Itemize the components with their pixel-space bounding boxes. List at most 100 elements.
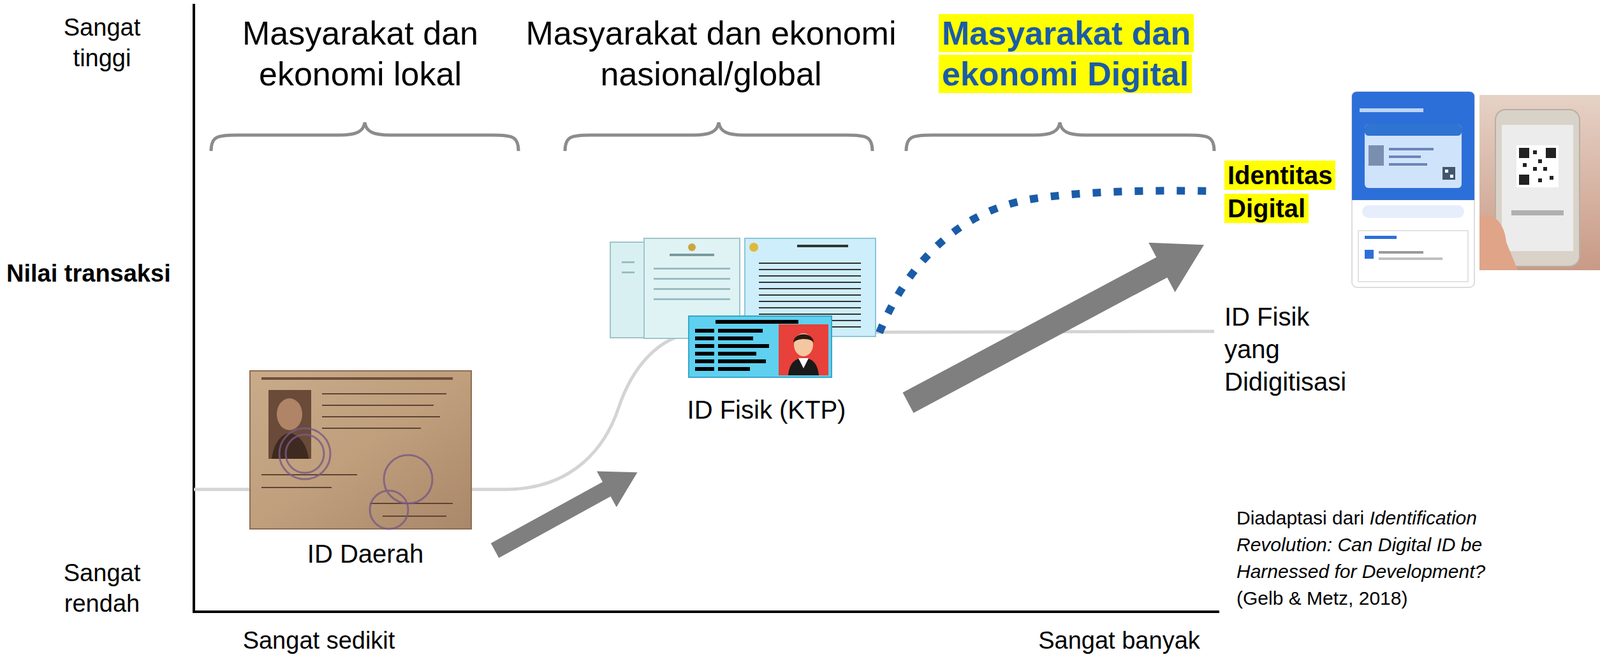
digital-id-app (1362, 205, 1465, 219)
qr-phone-photo (1501, 124, 1574, 252)
old-id-photo (322, 404, 434, 407)
qr-phone-photo (1519, 174, 1530, 185)
old-id-photo (249, 371, 472, 530)
qr-phone-photo (1479, 95, 1600, 271)
paper-documents (610, 238, 876, 339)
ktp-card (688, 316, 832, 378)
paper-documents (669, 253, 715, 257)
ktp-card (695, 329, 770, 372)
axis-end-label: Sangat rendah (54, 557, 150, 620)
digital-id-app (1388, 155, 1421, 159)
digital-id-app (1351, 91, 1475, 201)
qr-phone-photo (1495, 109, 1580, 267)
old-id-photo (276, 398, 303, 431)
old-id-photo (279, 428, 433, 530)
stage-label: ID Fisik yang Didigitisasi (1224, 300, 1359, 399)
axis-end-label: Sangat banyak (1029, 626, 1209, 656)
qr-phone-photo (1533, 150, 1537, 155)
qr-phone-photo (1519, 147, 1556, 185)
ktp-card (718, 359, 766, 364)
progress-arrow (485, 454, 648, 569)
era-brace (211, 122, 519, 152)
old-id-photo (322, 416, 441, 418)
paper-documents (797, 244, 849, 248)
paper-documents (621, 271, 635, 274)
ktp-card (715, 320, 799, 324)
paper-documents (758, 294, 861, 296)
qr-phone-photo (1538, 178, 1542, 183)
old-id-photo (382, 515, 447, 518)
axis-title: Nilai transaksi (6, 258, 192, 289)
axis-line (192, 3, 1220, 614)
stage-label: ID Fisik (KTP) (677, 394, 856, 426)
digital-id-app (1368, 145, 1384, 166)
stage-label: ID Daerah (301, 538, 430, 571)
ktp-card (778, 324, 829, 376)
paper-documents (758, 313, 861, 316)
ktp-card (718, 329, 763, 333)
paper-documents (758, 275, 861, 277)
ktp-card (788, 358, 819, 376)
digital-id-app (1351, 91, 1475, 288)
old-id-photo (322, 427, 421, 430)
old-id-photo (383, 455, 433, 504)
digital-id-app (1364, 249, 1374, 259)
ktp-card (793, 333, 814, 357)
paper-documents (688, 243, 696, 252)
old-id-photo (285, 434, 324, 474)
digital-id-app (1364, 124, 1462, 136)
old-id-photo (271, 433, 309, 460)
era-brace (906, 122, 1215, 152)
digital-id-label-box: Identitas Digital (1224, 158, 1346, 226)
qr-phone-photo (1549, 176, 1554, 180)
qr-phone-photo (1479, 95, 1600, 271)
paper-documents (758, 307, 861, 309)
digital-id-label: Identitas Digital (1224, 160, 1336, 224)
paper-documents (621, 261, 635, 264)
axis-line (192, 610, 1220, 614)
qr-phone-photo (1516, 145, 1559, 188)
digital-id-app (1388, 163, 1428, 166)
qr-phone-photo (1538, 159, 1542, 164)
citation-intro: Diadaptasi dari (1236, 507, 1365, 529)
paper-documents (758, 281, 861, 284)
digital-id-app (1442, 167, 1456, 180)
qr-phone-photo (1533, 167, 1537, 171)
old-id-photo (261, 377, 453, 381)
digital-id-app (1445, 169, 1449, 173)
digital-id-app (1358, 230, 1468, 282)
qr-phone-photo (1522, 163, 1527, 168)
digital-id-app (1364, 124, 1462, 189)
digital-id-app (1388, 147, 1434, 151)
old-id-photo (261, 474, 358, 476)
ktp-card (718, 367, 750, 372)
progress-arrow (894, 220, 1217, 428)
era-brace (211, 122, 1215, 152)
era-heading-highlight-box: Masyarakat dan ekonomi Digital (938, 12, 1213, 95)
progress-arrow (894, 220, 1217, 428)
paper-documents (653, 298, 731, 301)
axis-end-label: Sangat sedikit (229, 626, 409, 656)
citation-author: (Gelb & Metz, 2018) (1236, 585, 1537, 613)
era-heading-highlight: Masyarakat dan ekonomi Digital (938, 14, 1194, 94)
digital-id-app (1364, 235, 1397, 240)
paper-documents (653, 288, 731, 291)
ktp-card (695, 367, 715, 372)
paper-documents (653, 278, 731, 280)
axis-end-label: Sangat tinggi (54, 12, 150, 74)
progress-arrow (485, 220, 1218, 569)
source-citation: Diadaptasi dariIdentification Revolution… (1236, 505, 1537, 613)
old-id-photo (261, 487, 332, 489)
qr-phone-photo (1545, 147, 1556, 159)
progress-arrow (485, 454, 648, 569)
old-id-photo (261, 394, 453, 517)
old-id-photo (249, 371, 472, 530)
old-id-photo (268, 390, 312, 460)
paper-documents (758, 262, 861, 265)
era-brace (565, 122, 873, 152)
era-heading: Masyarakat dan ekonomi lokal (220, 12, 501, 95)
ktp-card (718, 344, 770, 349)
paper-documents (749, 242, 759, 252)
digital-id-app (1351, 91, 1475, 288)
